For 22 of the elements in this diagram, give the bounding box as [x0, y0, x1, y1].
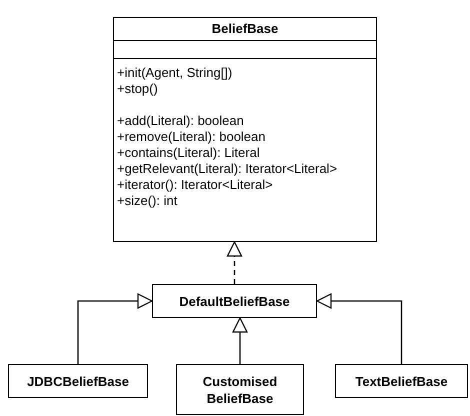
generalization-arrow: [316, 293, 402, 364]
generalization-arrow: [232, 317, 248, 364]
class-name: DefaultBeliefBase: [179, 292, 290, 310]
class-box: [8, 364, 148, 398]
class-box: [113, 17, 377, 242]
class-name: TextBeliefBase: [355, 372, 448, 390]
class-box: [152, 284, 317, 318]
method-signature: +contains(Literal): Literal: [117, 145, 260, 160]
class-name: JDBCBeliefBase: [27, 372, 129, 390]
method-signature: +getRelevant(Literal): Iterator<Literal>: [117, 161, 338, 176]
class-box: [176, 364, 304, 415]
class-name: Customised BeliefBase: [202, 372, 278, 406]
method-signature: +init(Agent, String[]): [117, 65, 232, 80]
class-box: [335, 364, 468, 398]
method-signature: +stop(): [117, 81, 158, 96]
method-signature: +add(Literal): boolean: [117, 113, 244, 128]
generalization-arrow: [226, 241, 242, 284]
generalization-arrow: [77, 293, 153, 364]
method-signature: +iterator(): Iterator<Literal>: [117, 177, 273, 192]
method-signature: +size(): int: [117, 193, 178, 208]
method-signature: +remove(Literal): boolean: [117, 129, 266, 144]
class-name: BeliefBase: [212, 21, 278, 36]
